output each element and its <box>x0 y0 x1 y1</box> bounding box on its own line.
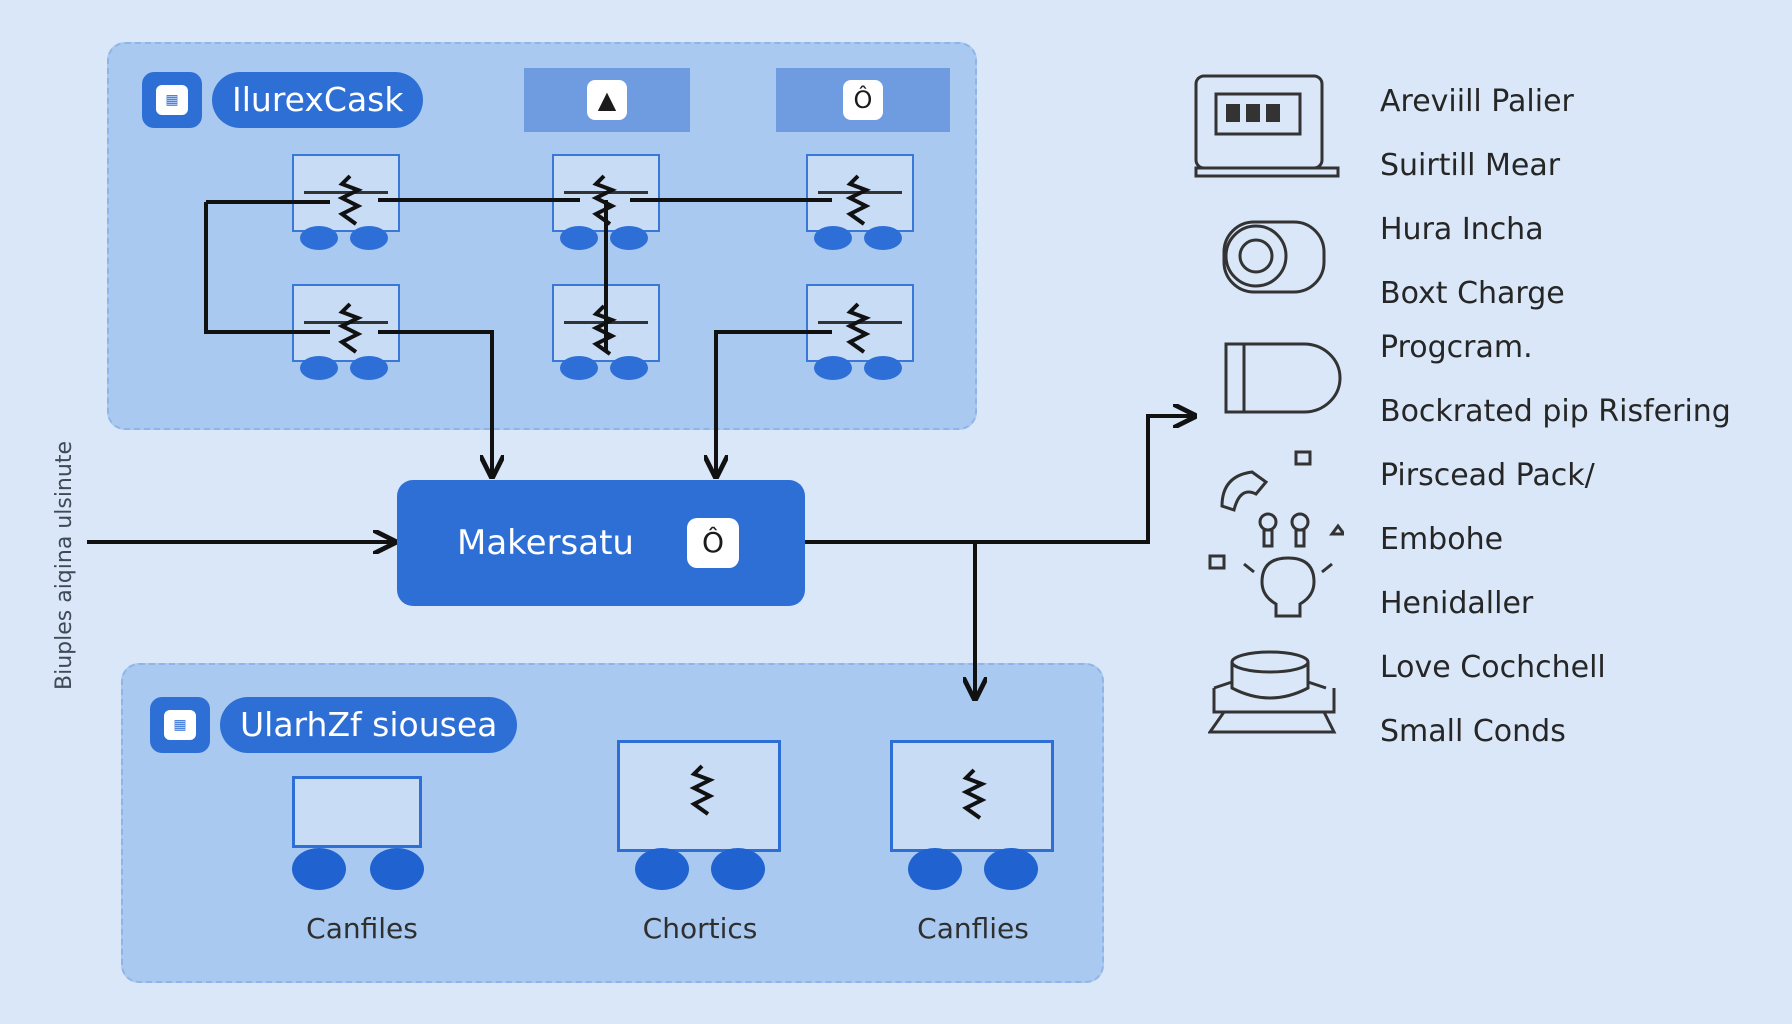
disk-icon <box>635 848 689 890</box>
disk-icon <box>560 226 598 250</box>
server-node <box>292 154 402 254</box>
disk-icon <box>814 226 852 250</box>
server-board <box>292 154 400 232</box>
bottom-server-node <box>292 776 432 896</box>
legend-item: Hura Incha <box>1380 212 1544 247</box>
legend-item: Henidaller <box>1380 586 1534 621</box>
disk-icon <box>560 356 598 380</box>
server-board <box>890 740 1054 852</box>
top-panel-title: IlurexCask <box>212 72 424 128</box>
bottom-server-node <box>890 740 1060 900</box>
folder-icon: ▦ <box>150 697 210 753</box>
legend-item: Bockrated pip Risfering <box>1380 394 1731 429</box>
server-board <box>552 154 660 232</box>
bottom-node-caption: Chortics <box>642 912 758 945</box>
bottom-node-caption: Canflies <box>917 912 1029 945</box>
disk-icon <box>711 848 765 890</box>
disk-icon <box>350 356 388 380</box>
disk-icon <box>610 356 648 380</box>
disk-icon <box>814 356 852 380</box>
folder-icon: ▦ <box>142 72 202 128</box>
disk-icon <box>908 848 962 890</box>
disk-icon <box>350 226 388 250</box>
disk-icon <box>300 356 338 380</box>
disk-icon <box>300 226 338 250</box>
bottom-panel-header: ▦ UlarhZf siousea <box>150 697 518 753</box>
server-node <box>292 284 402 384</box>
server-board <box>617 740 781 852</box>
drive-icon <box>1224 342 1342 414</box>
server-board <box>292 776 422 848</box>
server-board <box>806 284 914 362</box>
lock-icon: Ô <box>843 80 883 120</box>
vertical-axis-label: Biuples aiqina ulsinute <box>52 441 77 690</box>
tab-warning[interactable]: ▲ <box>524 68 690 132</box>
server-board <box>552 284 660 362</box>
bottom-panel-title: UlarhZf siousea <box>220 697 518 753</box>
server-node <box>806 284 916 384</box>
server-board <box>806 154 914 232</box>
legend-item: Small Conds <box>1380 714 1566 749</box>
tools-idea-icon <box>1208 450 1344 618</box>
disk-icon <box>864 356 902 380</box>
bottom-server-node <box>617 740 787 900</box>
server-board <box>292 284 400 362</box>
disk-icon <box>984 848 1038 890</box>
disk-icon <box>370 848 424 890</box>
warning-icon: ▲ <box>587 80 627 120</box>
server-node <box>552 284 662 384</box>
legend-item: Suirtill Mear <box>1380 148 1561 183</box>
arrow <box>805 416 1192 544</box>
camera-icon <box>1222 220 1326 294</box>
disk-icon <box>864 226 902 250</box>
disk-icon <box>292 848 346 890</box>
legend-item: Areviill Palier <box>1380 84 1574 119</box>
tab-lock[interactable]: Ô <box>776 68 950 132</box>
disk-icon <box>610 226 648 250</box>
lock-icon: Ô <box>687 518 739 568</box>
bottom-node-caption: Canfiles <box>306 912 418 945</box>
legend-item: Love Cochchell <box>1380 650 1606 685</box>
legend-item: Pirscead Pack/ <box>1380 458 1595 493</box>
display-device-icon <box>1194 74 1340 178</box>
server-node <box>552 154 662 254</box>
stack-icon <box>1208 650 1337 734</box>
server-node <box>806 154 916 254</box>
legend-item: Progcram. <box>1380 330 1533 365</box>
legend-item: Boxt Charge <box>1380 276 1565 311</box>
center-node-label: Makersatu <box>457 523 634 563</box>
top-panel-header: ▦ IlurexCask <box>142 72 424 128</box>
legend-item: Embohe <box>1380 522 1504 557</box>
center-node[interactable]: Makersatu Ô <box>397 480 805 606</box>
